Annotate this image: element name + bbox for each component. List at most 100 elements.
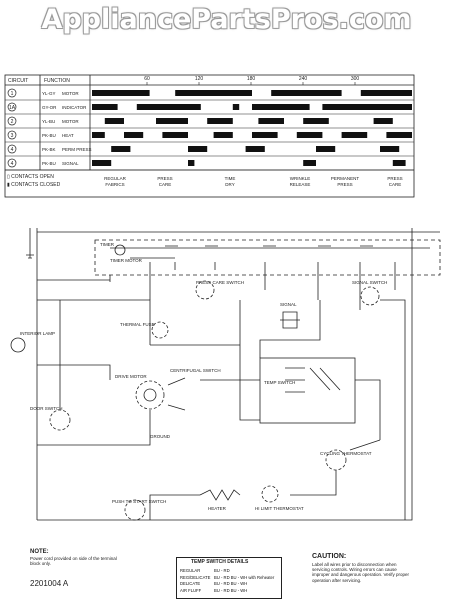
label-heater: HEATER xyxy=(208,506,227,511)
contact-bar xyxy=(341,132,368,138)
tick-label: 180 xyxy=(247,76,256,82)
contact-bar xyxy=(188,160,195,166)
contact-bar xyxy=(232,104,240,110)
door-switch-symbol xyxy=(49,409,71,431)
label-thermal-fuse: THERMAL FUSE xyxy=(120,322,155,327)
watermark-logo: AppliancePartsPros.com xyxy=(41,4,412,35)
cycle-label: REGULAR xyxy=(104,176,127,181)
cycle-label: PRESS xyxy=(337,182,352,187)
signal-switch-symbol xyxy=(360,286,380,306)
label-signal-switch: SIGNAL SWITCH xyxy=(352,280,387,285)
row-number: 1A xyxy=(9,105,16,111)
row-wire: YL-BU xyxy=(42,119,55,124)
contact-bar xyxy=(175,90,252,96)
contact-bar xyxy=(252,132,278,138)
temp-setting: DELICATE xyxy=(180,581,201,586)
row-function: PERM PRESS xyxy=(62,147,92,152)
hi-limit-thermostat-symbol xyxy=(261,485,279,503)
temp-contacts: BU - RD xyxy=(214,568,230,573)
label-ground: GROUND xyxy=(150,434,171,439)
row-number-circle xyxy=(7,144,17,154)
row-wire: PK-BU xyxy=(42,133,56,138)
row-wire: PK-BU xyxy=(42,161,56,166)
temp-switch-contacts xyxy=(285,367,341,393)
temp-setting: REG/DELICATE xyxy=(180,574,211,580)
row-function: SIGNAL xyxy=(62,161,79,166)
contact-bar xyxy=(207,118,233,124)
note-title: NOTE: xyxy=(30,549,49,555)
press-care-switch-symbol xyxy=(195,280,215,300)
row-number-circle xyxy=(7,88,17,98)
motor-inner-symbol xyxy=(143,388,157,402)
contact-bar xyxy=(92,104,118,110)
timer-motor-symbol xyxy=(114,244,126,256)
temp-switch-box xyxy=(259,357,356,424)
timer-internal-lines xyxy=(110,247,430,259)
contact-bar xyxy=(92,132,105,138)
contact-bar xyxy=(136,104,201,110)
contact-bar xyxy=(303,118,329,124)
cycle-label: PERMANENT xyxy=(331,176,360,181)
contact-bar xyxy=(258,118,284,124)
main-bus-left xyxy=(29,228,413,521)
label-cycling-thermostat: CYCLING THERMOSTAT xyxy=(320,451,372,456)
temp-details-row: DELICATE BU - RD BU - WH xyxy=(180,581,280,588)
row-number-circle xyxy=(7,130,17,140)
contact-bar xyxy=(303,160,316,166)
temp-contacts: BU - RD BU - WH xyxy=(214,581,248,586)
centrifugal-switch-symbol xyxy=(167,377,186,411)
tick-label: 300 xyxy=(351,76,360,82)
contact-bar xyxy=(271,90,342,96)
cycle-label: CARE xyxy=(159,182,172,187)
label-door-switch: DOOR SWITCH xyxy=(30,406,63,411)
heater-symbol xyxy=(199,489,241,501)
contact-bar xyxy=(386,132,412,138)
interior-lamp-symbol xyxy=(10,337,26,353)
contact-bar xyxy=(213,132,233,138)
note-text: Power cord provided on side of the termi… xyxy=(30,556,117,566)
header-function: FUNCTION xyxy=(44,78,70,84)
contact-bar xyxy=(156,118,188,124)
caution-text: Label all wires prior to disconnection w… xyxy=(312,562,410,583)
label-timer: TIMER xyxy=(100,242,115,247)
row-number: 1 xyxy=(11,91,14,97)
row-number-circle xyxy=(7,158,17,168)
temp-details-title: TEMP SWITCH DETAILS xyxy=(191,559,249,565)
row-wire: PK-BK xyxy=(42,147,56,152)
cycle-label: CARE xyxy=(389,182,402,187)
row-number: 4 xyxy=(11,161,14,167)
caution-title: CAUTION: xyxy=(312,553,347,560)
push-to-start-symbol xyxy=(124,499,146,521)
cycle-label: FABRICS xyxy=(105,182,124,187)
bar-layer xyxy=(92,90,412,166)
row-function: HEAT xyxy=(62,133,74,138)
contact-bar xyxy=(111,146,131,152)
row-number-circle xyxy=(7,102,17,112)
cycle-label: PRESS xyxy=(157,176,172,181)
label-timer-motor: TIMER MOTOR xyxy=(110,258,143,263)
cycle-label: DRY xyxy=(225,182,234,187)
cycle-label: TIME xyxy=(225,176,236,181)
row-wire: GY-OR xyxy=(42,105,57,110)
contact-bar xyxy=(322,104,412,110)
contact-bar xyxy=(373,118,393,124)
contact-bar xyxy=(316,146,336,152)
temp-contacts: BU - RD BU - WH with Reheater xyxy=(214,574,275,580)
cycle-label: WRINKLE xyxy=(290,176,311,181)
label-signal: SIGNAL xyxy=(280,302,297,307)
label-push-to-start: PUSH TO START SWITCH xyxy=(112,499,166,504)
label-temp-switch: TEMP SWITCH xyxy=(264,380,295,385)
tick-label: 60 xyxy=(144,76,150,82)
tick-label: 120 xyxy=(195,76,204,82)
row-number-circle xyxy=(7,116,17,126)
row-number: 4 xyxy=(11,147,14,153)
label-press-care-switch: PRESS CARE SWITCH xyxy=(196,280,244,285)
contact-bar xyxy=(360,90,412,96)
